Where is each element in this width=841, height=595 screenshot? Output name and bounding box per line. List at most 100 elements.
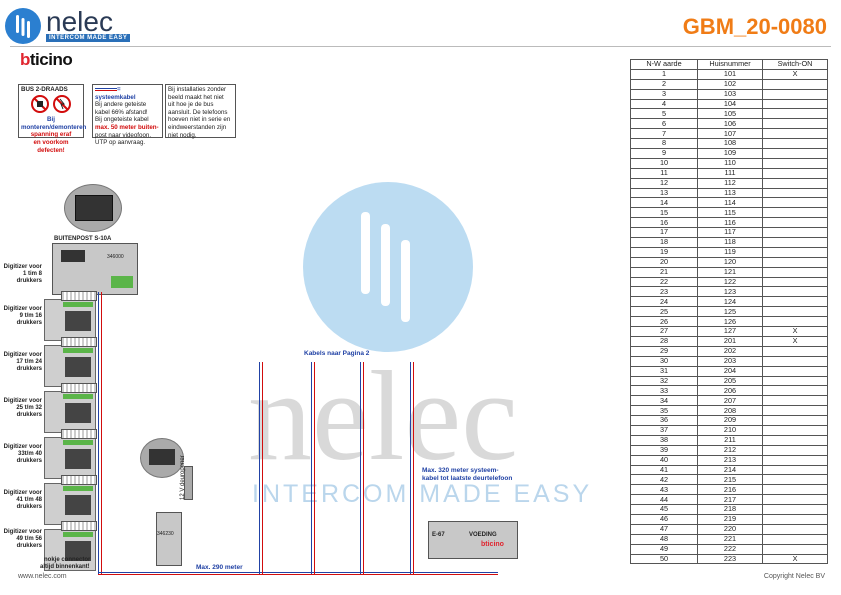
table-cell: 17 [630, 227, 698, 239]
digitizer-3 [44, 383, 97, 433]
table-cell: 124 [697, 296, 763, 308]
bus-wire-bottom [98, 572, 498, 573]
table-cell: 4 [630, 98, 698, 110]
table-cell [762, 237, 828, 248]
bus-wire-page2-1-red [262, 362, 263, 574]
table-cell: 105 [697, 108, 763, 120]
footer-website[interactable]: www.nelec.com [18, 573, 67, 580]
power-supply: E-67 VOEDING bticino [428, 521, 518, 559]
digitizer-label-3: Digitizer voor 17 t/m 24 drukkers [3, 352, 42, 372]
table-cell [762, 533, 828, 545]
digitizer-2 [44, 337, 97, 387]
col-header-nw: N-W aarde [630, 59, 698, 70]
table-cell: 211 [697, 434, 763, 446]
door-opener-label: 12 V deuropener [180, 455, 186, 500]
psu-label: VOEDING [469, 532, 497, 538]
watermark-logo-icon [361, 212, 410, 322]
max-320-label-1: Max. 320 meter systeem- [422, 467, 499, 474]
table-cell [762, 316, 828, 328]
table-cell: 34 [630, 395, 698, 407]
table-cell: 1 [630, 68, 698, 80]
table-cell: 102 [697, 78, 763, 90]
table-cell [762, 444, 828, 456]
bus-wire-page2-4-red [413, 362, 414, 574]
bus-wire-page2-2 [311, 362, 312, 574]
table-cell: 26 [630, 316, 698, 328]
table-cell: 214 [697, 464, 763, 476]
table-cell [762, 306, 828, 318]
table-cell: 218 [697, 504, 763, 515]
outdoor-panel: 346000 [52, 243, 138, 295]
cable-note-6: post naar videofoon. [95, 131, 152, 139]
panel-terminal-icon [111, 276, 133, 288]
door-module-bubble [140, 438, 184, 478]
table-cell: 32 [630, 375, 698, 387]
table-cell [762, 474, 828, 486]
col-header-switch: Switch-ON [762, 59, 828, 70]
digitizer-label-4: Digitizer voor 25 t/m 32 drukkers [3, 398, 42, 418]
table-cell [762, 207, 828, 219]
table-cell [762, 484, 828, 496]
table-cell: 222 [697, 543, 763, 555]
table-cell: 114 [697, 197, 763, 209]
bus-warning-3: en voorkom defecten! [33, 138, 69, 154]
table-cell: 50 [630, 553, 698, 565]
table-cell: 215 [697, 474, 763, 486]
table-cell: 36 [630, 415, 698, 426]
digitizer-1 [44, 291, 97, 341]
table-cell [762, 246, 828, 258]
table-cell: 103 [697, 88, 763, 100]
panel-display [61, 250, 85, 262]
cable-note-1: = systeemkabel [95, 86, 136, 101]
table-cell [762, 197, 828, 209]
table-cell: 38 [630, 434, 698, 446]
table-cell [762, 78, 828, 90]
table-cell [762, 98, 828, 110]
cable-note-5: max. 50 meter buiten- [95, 123, 159, 131]
table-cell: 28 [630, 335, 698, 347]
table-cell: 5 [630, 108, 698, 120]
table-cell: 9 [630, 148, 698, 159]
table-cell: 27 [630, 326, 698, 337]
watermark-tagline: INTERCOM MADE EASY [252, 480, 593, 508]
table-cell: 31 [630, 365, 698, 377]
table-cell: 219 [697, 513, 763, 525]
table-cell [762, 217, 828, 229]
digitizer-label-1: Digitizer voor 1 tim 8 drukkers [3, 264, 42, 284]
install-note-5: hoeven niet in serie en [168, 116, 231, 124]
digitizer-4 [44, 429, 97, 479]
connector-note-1: nokje connector [44, 557, 91, 563]
watermark-word: nelec [248, 345, 518, 487]
table-cell [762, 375, 828, 387]
install-note-7: niet nodig. [168, 131, 197, 139]
table-cell [762, 464, 828, 476]
interface-module: 346230 [156, 512, 182, 566]
table-cell [762, 385, 828, 397]
table-cell: 14 [630, 197, 698, 209]
table-cell: 112 [697, 177, 763, 189]
table-cell: 101 [697, 68, 763, 80]
table-cell: 45 [630, 504, 698, 515]
door-module-icon [149, 449, 175, 465]
table-cell: 3 [630, 88, 698, 100]
bus-title: BUS 2-DRAADS [21, 86, 68, 93]
table-cell: 46 [630, 513, 698, 525]
bus-warning-1: Bij monteren/demonteren [21, 116, 87, 131]
